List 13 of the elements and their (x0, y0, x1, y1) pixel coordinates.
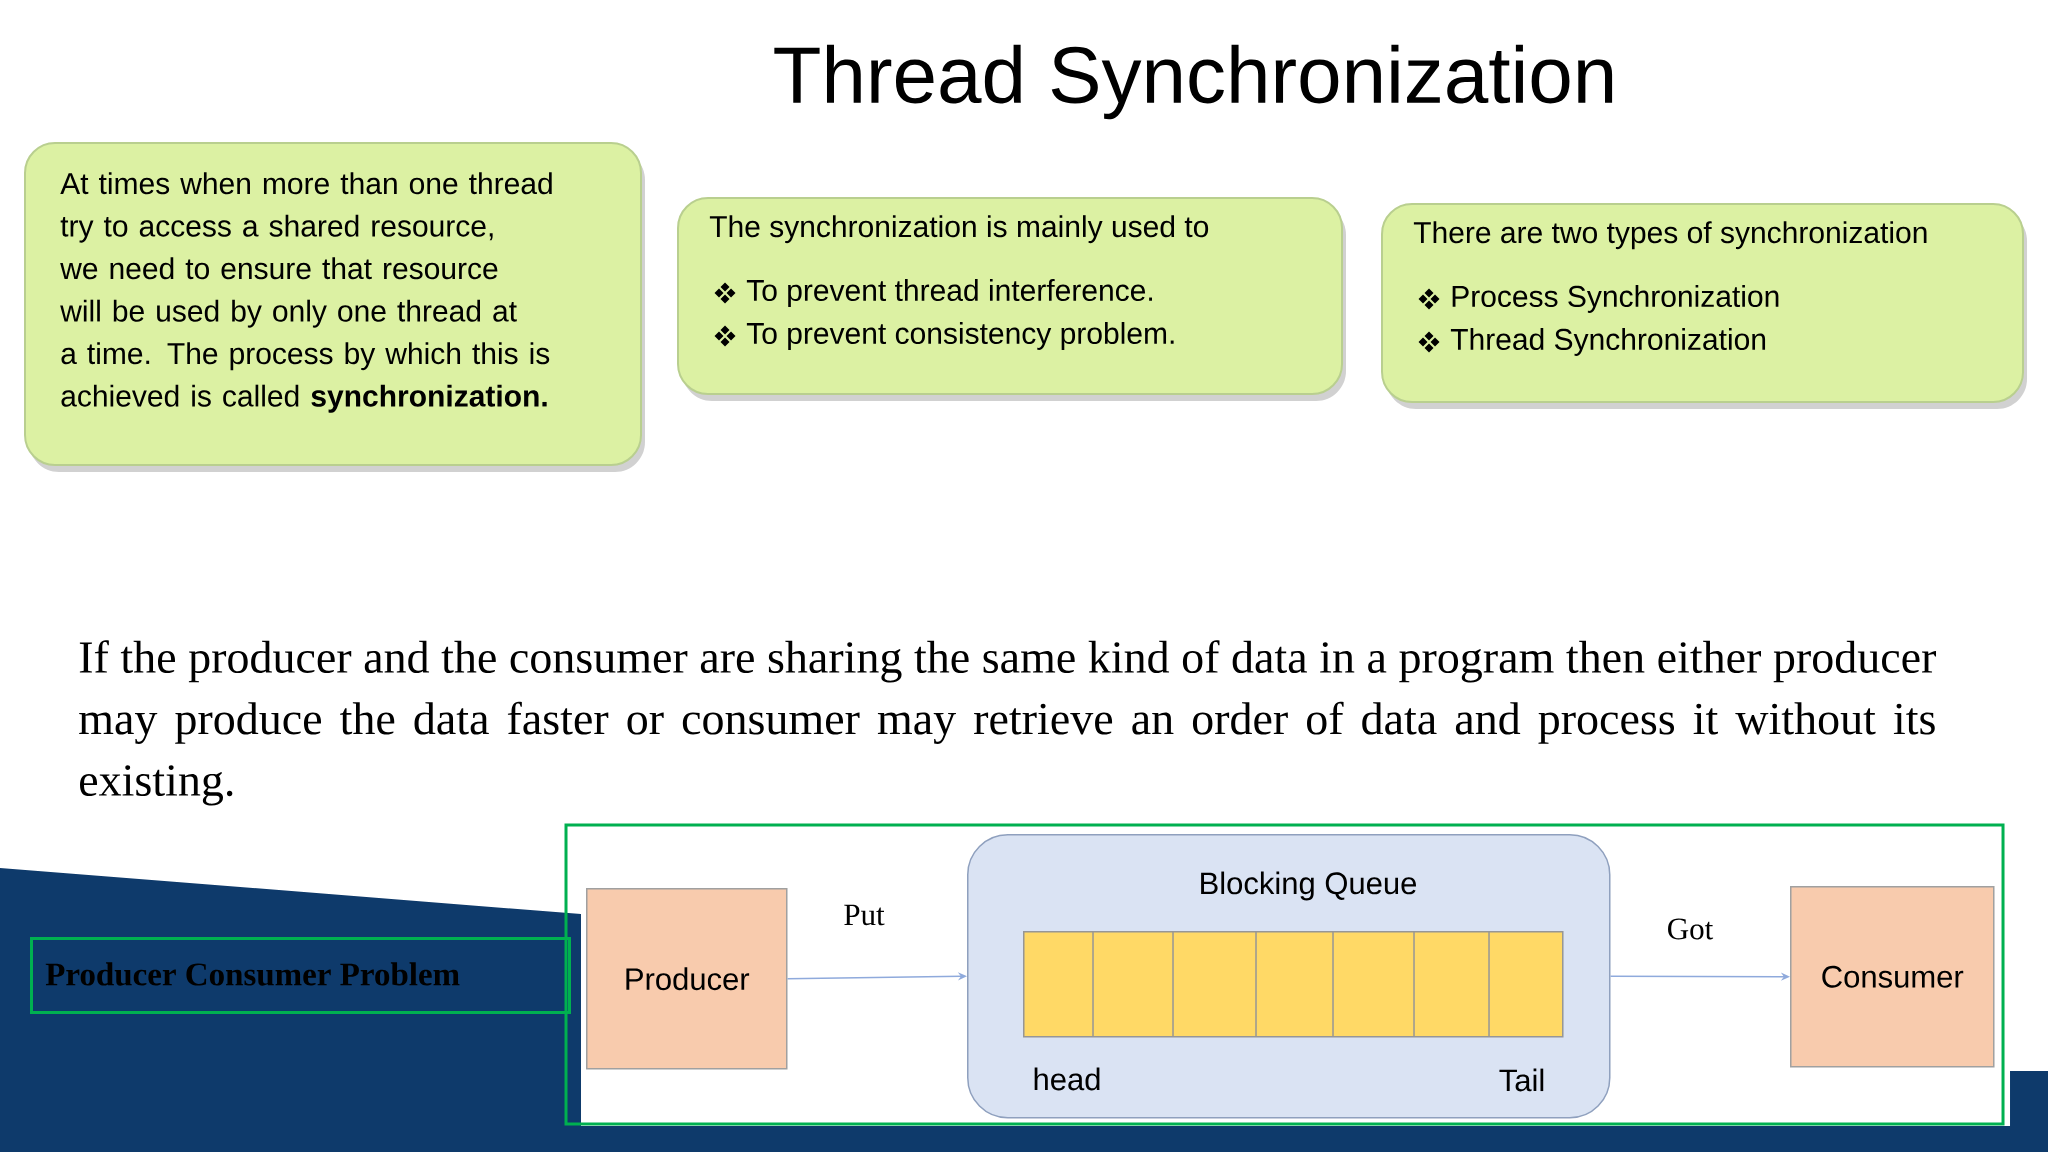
process-box: Consumer (1790, 886, 1995, 1068)
bullet-text: Process Synchronization (1452, 285, 1779, 313)
end-label: head (1034, 1067, 1100, 1091)
end-label: Tail (1499, 1068, 1544, 1092)
bullet-text: Thread Synchronization (1450, 328, 1766, 356)
bullet-text: To prevent consistency problem. (746, 322, 1174, 350)
process-box: Producer (586, 888, 788, 1070)
edge-label: Put (841, 902, 887, 928)
heading-box: Producer Consumer Problem (30, 937, 571, 1014)
paragraph: If the producer and the consumer are sharing the same kind of data in a program then either producer may produce the data faster or consumer may retrieve an order of data and process it without its existing. (79, 640, 1936, 806)
info-card: At times when more than one thread try to access a shared resource, we need to ensure that resource will be used by only one thread at a time. The process by which this is achieved is called synchronization. (24, 142, 645, 472)
bullet-text: To prevent thread interference. (746, 279, 1152, 307)
title: Thread Synchronization (774, 44, 1613, 120)
